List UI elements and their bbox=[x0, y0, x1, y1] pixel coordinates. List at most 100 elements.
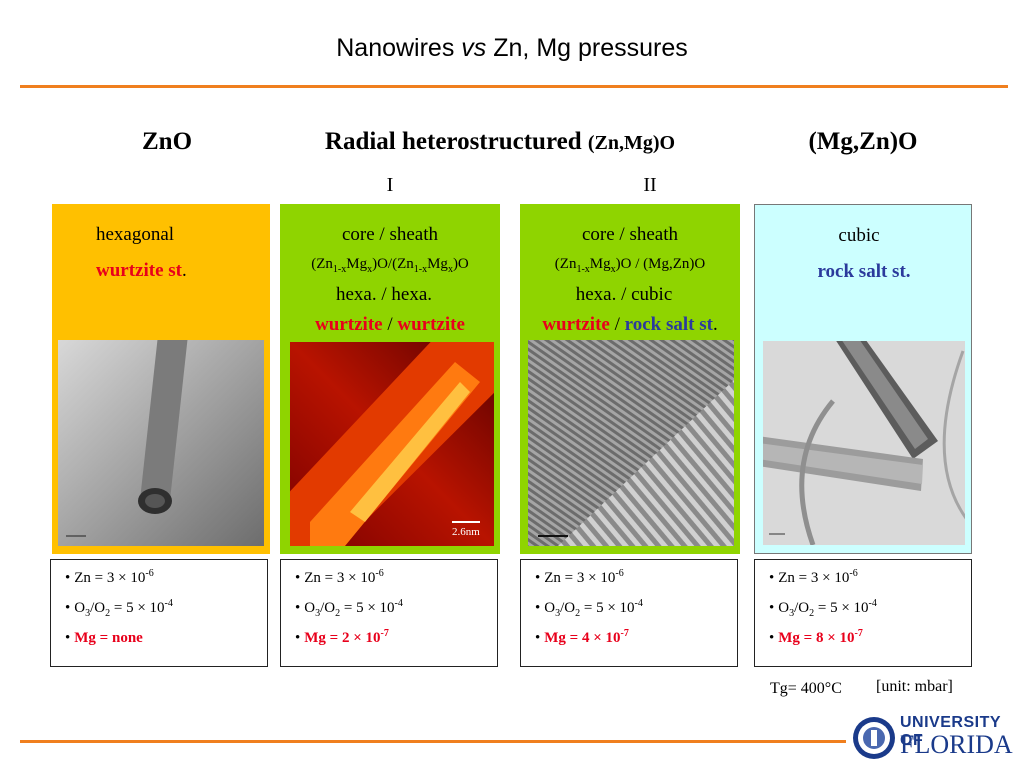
o-sub: 3 bbox=[555, 608, 561, 619]
tem-image-radial-1: 2.6nm bbox=[290, 342, 494, 546]
zn-exp: -6 bbox=[615, 568, 624, 579]
f-sub: x bbox=[367, 264, 373, 275]
zn-pressure: Zn = 3 × 10 bbox=[304, 570, 376, 586]
o-sub: 2 bbox=[105, 608, 111, 619]
o-sub: 3 bbox=[789, 608, 795, 619]
wurtzite-sheath: wurtzite bbox=[397, 314, 465, 335]
cond-o: •O3/O2 = 5 × 10-4 bbox=[769, 598, 971, 628]
zn-exp: -6 bbox=[849, 568, 858, 579]
slide-title: Nanowires vs Zn, Mg pressures bbox=[0, 34, 1024, 63]
bullet: • bbox=[769, 630, 775, 646]
bullet: • bbox=[295, 570, 301, 586]
wurtzite-core: wurtzite bbox=[542, 314, 610, 335]
growth-temperature: Tg= 400°C bbox=[770, 680, 842, 697]
top-rule bbox=[20, 85, 1008, 88]
o-part: O bbox=[304, 600, 316, 616]
f-part: Mg bbox=[589, 256, 611, 272]
conditions-radial-1: •Zn = 3 × 10-6 •O3/O2 = 5 × 10-4 •Mg = 2… bbox=[280, 559, 498, 667]
zn-pressure: Zn = 3 × 10 bbox=[778, 570, 850, 586]
conditions-radial-2: •Zn = 3 × 10-6 •O3/O2 = 5 × 10-4 •Mg = 4… bbox=[520, 559, 738, 667]
panel-radial-2-line1: core / sheath bbox=[581, 224, 678, 245]
conditions-zno: •Zn = 3 × 10-6 •O3/O2 = 5 × 10-4 •Mg = n… bbox=[50, 559, 268, 667]
mg-pressure: Mg = 2 × 10 bbox=[304, 630, 381, 646]
panel-radial-1-line3: hexa. / hexa. bbox=[335, 284, 432, 305]
cond-zn: •Zn = 3 × 10-6 bbox=[769, 568, 971, 598]
tem-image-mgzno bbox=[763, 341, 965, 545]
panel-mgzno-line1: cubic bbox=[838, 225, 880, 246]
bullet: • bbox=[65, 630, 71, 646]
separator: / bbox=[382, 314, 398, 335]
seal-icon bbox=[853, 717, 895, 759]
zn-pressure: Zn = 3 × 10 bbox=[74, 570, 146, 586]
cond-mg: •Mg = 8 × 10-7 bbox=[769, 628, 971, 658]
cond-o: •O3/O2 = 5 × 10-4 bbox=[65, 598, 267, 628]
f-part: Mg bbox=[427, 256, 448, 272]
o-sub: 2 bbox=[335, 608, 341, 619]
o-exp: -4 bbox=[164, 598, 173, 609]
f-part: (Zn bbox=[554, 256, 577, 272]
label-roman-2: II bbox=[643, 174, 657, 196]
bullet: • bbox=[769, 570, 775, 586]
bullet: • bbox=[65, 600, 71, 616]
panel-mgzno-line2: rock salt st. bbox=[755, 261, 973, 283]
f-part: )O/(Zn bbox=[372, 256, 414, 272]
logo-line1: UNIVERSITY OF bbox=[900, 714, 1001, 749]
tem-image-radial-2 bbox=[528, 340, 734, 546]
logo-line2: FLORIDA bbox=[900, 730, 1013, 759]
panel-mgzno: cubic rock salt st. bbox=[754, 204, 972, 554]
o-exp: -4 bbox=[394, 598, 403, 609]
panel-radial-1-formula: (Zn1-xMgx)O/(Zn1-xMgx)O bbox=[280, 256, 500, 275]
bullet: • bbox=[65, 570, 71, 586]
tem-image-zno bbox=[58, 340, 264, 546]
o-part: /O bbox=[320, 600, 336, 616]
o-pressure: = 5 × 10 bbox=[110, 600, 165, 616]
conditions-mgzno: •Zn = 3 × 10-6 •O3/O2 = 5 × 10-4 •Mg = 8… bbox=[754, 559, 972, 667]
zn-pressure: Zn = 3 × 10 bbox=[544, 570, 616, 586]
cond-mg: •Mg = 2 × 10-7 bbox=[295, 628, 497, 658]
panel-radial-2-line3: hexa. / cubic bbox=[575, 284, 673, 305]
f-sub: 1-x bbox=[413, 264, 428, 275]
scale-label-2-6nm: 2.6nm bbox=[452, 526, 480, 538]
panel-zno-line2: wurtzite st. bbox=[96, 260, 187, 282]
o-part: O bbox=[778, 600, 790, 616]
cond-zn: •Zn = 3 × 10-6 bbox=[65, 568, 267, 598]
unit-note: [unit: mbar] bbox=[876, 678, 953, 695]
header-radial-small: (Zn,Mg)O bbox=[587, 132, 676, 154]
cond-zn: •Zn = 3 × 10-6 bbox=[295, 568, 497, 598]
period: . bbox=[712, 314, 718, 335]
o-exp: -4 bbox=[634, 598, 643, 609]
bottom-rule bbox=[20, 740, 846, 743]
bullet: • bbox=[535, 630, 541, 646]
university-logo: UNIVERSITY OF FLORIDA bbox=[852, 712, 1013, 764]
title-main: Nanowires bbox=[336, 34, 455, 62]
o-part: /O bbox=[90, 600, 106, 616]
mg-pressure: Mg = 4 × 10 bbox=[544, 630, 621, 646]
f-part: )O bbox=[452, 256, 469, 272]
cond-o: •O3/O2 = 5 × 10-4 bbox=[295, 598, 497, 628]
wurtzite-core: wurtzite bbox=[315, 314, 383, 335]
f-part: )O / (Mg,Zn)O bbox=[615, 256, 706, 272]
header-radial-main: Radial heterostructured bbox=[324, 128, 582, 155]
bullet: • bbox=[769, 600, 775, 616]
o-part: O bbox=[544, 600, 556, 616]
o-sub: 3 bbox=[315, 608, 321, 619]
f-part: (Zn bbox=[311, 256, 333, 272]
cond-mg: •Mg = 4 × 10-7 bbox=[535, 628, 737, 658]
o-sub: 2 bbox=[809, 608, 815, 619]
f-sub: x bbox=[610, 264, 616, 275]
panel-radial-1-line1: core / sheath bbox=[341, 224, 438, 245]
mg-pressure: Mg = none bbox=[74, 630, 143, 646]
o-pressure: = 5 × 10 bbox=[814, 600, 869, 616]
cond-mg: •Mg = none bbox=[65, 628, 267, 658]
header-mgzno: (Mg,Zn)O bbox=[808, 128, 918, 155]
o-sub: 2 bbox=[575, 608, 581, 619]
panel-zno: hexagonal wurtzite st. bbox=[52, 204, 270, 554]
panel-zno-wurtzite: wurtzite st bbox=[96, 260, 182, 281]
bullet: • bbox=[535, 600, 541, 616]
rock-salt-sheath: rock salt st bbox=[624, 314, 713, 335]
f-sub: x bbox=[447, 264, 453, 275]
panel-zno-period: . bbox=[182, 260, 187, 281]
panel-radial-2-formula: (Zn1-xMgx)O / (Mg,Zn)O bbox=[520, 256, 740, 275]
mg-exp: -7 bbox=[854, 628, 863, 639]
bullet: • bbox=[295, 600, 301, 616]
